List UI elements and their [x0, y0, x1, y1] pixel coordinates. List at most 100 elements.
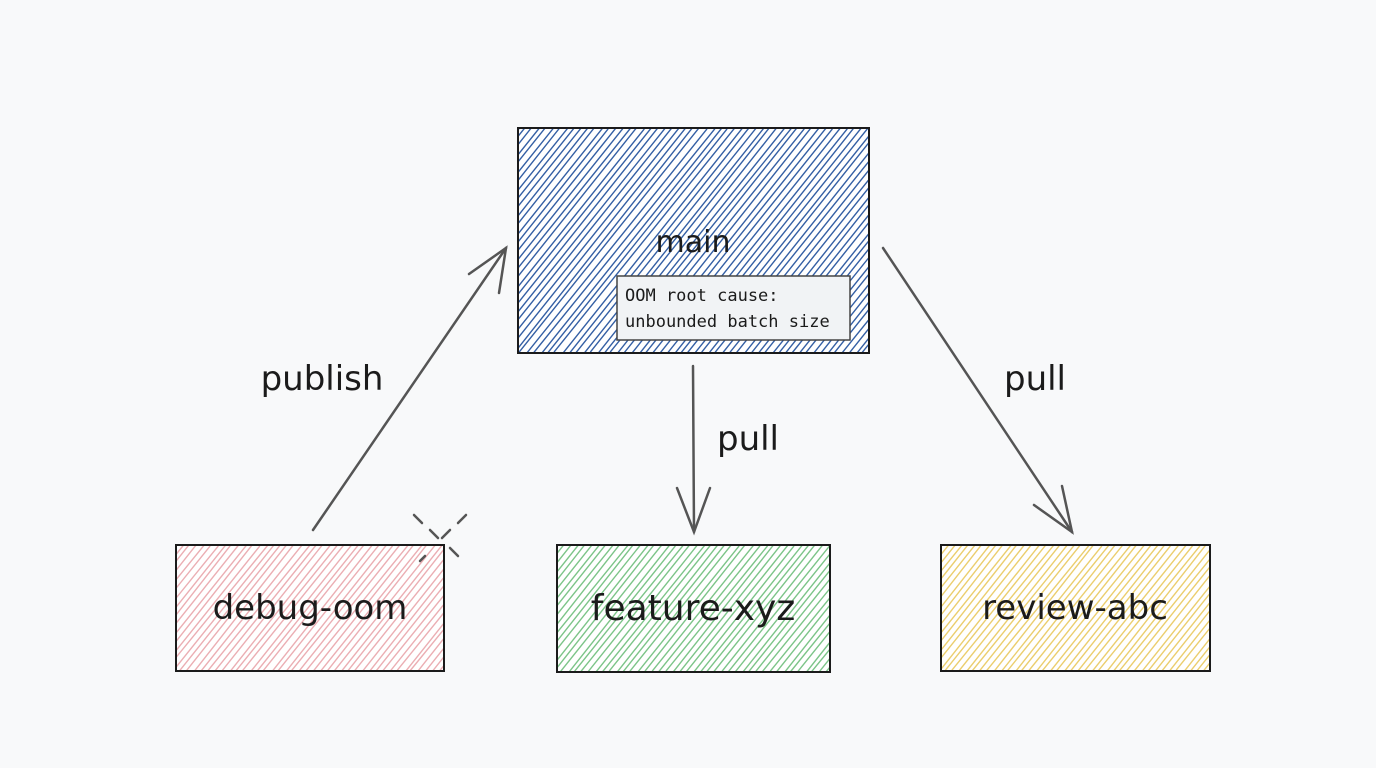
- hatch-line-feature-xyz: [665, 545, 769, 672]
- note-line-2: unbounded batch size: [625, 312, 830, 332]
- hatch-line-feature-xyz: [769, 596, 830, 672]
- hatch-line-feature-xyz: [557, 545, 655, 669]
- hatch-line-feature-xyz: [700, 545, 803, 672]
- hatch-line-main: [518, 128, 680, 331]
- hatch-line-debug-oom: [368, 576, 444, 671]
- hatch-line-feature-xyz: [742, 561, 830, 672]
- node-main[interactable]: main OOM root cause: unbounded batch siz…: [339, 127, 1051, 354]
- hatch-line-review-abc: [941, 545, 942, 546]
- hatch-line-review-abc: [1106, 545, 1207, 671]
- hatch-line-review-abc: [941, 545, 1013, 634]
- hatch-line-review-abc: [958, 545, 1060, 671]
- hatch-line-feature-xyz: [805, 641, 830, 672]
- hatch-line-review-abc: [1056, 545, 1159, 671]
- root-cause-note[interactable]: OOM root cause: unbounded batch size: [616, 275, 851, 341]
- hatch-line-review-abc: [1084, 545, 1187, 671]
- hatch-line-debug-oom: [206, 545, 311, 671]
- hatch-line-feature-xyz: [557, 545, 629, 634]
- hatch-line-main: [518, 128, 520, 132]
- edge-publish-line: [311, 246, 508, 532]
- hatch-line-debug-oom: [176, 545, 269, 659]
- hatch-line-debug-oom: [333, 545, 436, 671]
- hatch-line-review-abc: [941, 545, 1025, 652]
- hatch-line-debug-oom: [389, 603, 444, 671]
- hatch-line-feature-xyz: [796, 630, 830, 672]
- hatch-line-feature-xyz: [727, 545, 830, 672]
- hatch-line-review-abc: [941, 545, 956, 564]
- hatch-line-review-abc: [941, 545, 1018, 642]
- node-review-abc-border: [940, 544, 1211, 672]
- edge-pull-review-label: pull: [1004, 359, 1066, 399]
- hatch-line-main: [546, 128, 728, 353]
- hatch-line-main: [833, 308, 869, 353]
- hatch-line-main: [518, 128, 575, 200]
- hatch-line-debug-oom: [186, 545, 288, 671]
- hatch-line-debug-oom: [404, 622, 444, 671]
- hatch-line-debug-oom: [354, 558, 444, 671]
- hatch-line-review-abc: [1161, 609, 1210, 671]
- sparkle-icon: [412, 513, 468, 563]
- hatch-line-debug-oom: [221, 545, 324, 671]
- hatch-line-main: [568, 128, 750, 353]
- hatch-line-debug-oom: [176, 545, 206, 581]
- hatch-line-main: [518, 128, 541, 156]
- hatch-line-debug-oom: [262, 545, 365, 671]
- hatch-line-debug-oom: [425, 646, 444, 671]
- hatch-line-main: [518, 128, 624, 261]
- hatch-line-debug-oom: [176, 545, 219, 600]
- hatch-line-debug-oom: [235, 545, 338, 671]
- hatch-line-feature-xyz: [818, 657, 830, 672]
- hatch-line-review-abc: [951, 545, 1054, 671]
- hatch-line-feature-xyz: [557, 545, 614, 616]
- hatch-line-feature-xyz: [672, 545, 774, 672]
- node-feature-xyz-border: [556, 544, 831, 673]
- hatch-line-debug-oom: [200, 545, 303, 671]
- hatch-line-review-abc: [941, 545, 1040, 671]
- hatch-line-main: [562, 128, 743, 353]
- edge-pull-feature[interactable]: [675, 364, 712, 536]
- hatch-line-review-abc: [985, 545, 1090, 671]
- hatch-line-feature-xyz: [776, 604, 830, 672]
- hatch-line-main: [518, 128, 582, 208]
- hatch-line-debug-oom: [299, 545, 400, 671]
- hatch-line-main: [583, 128, 764, 353]
- hatch-line-debug-oom: [291, 545, 394, 671]
- edge-pull-review[interactable]: [881, 246, 1074, 535]
- hatch-line-main: [518, 128, 569, 192]
- hatch-line-feature-xyz: [608, 545, 712, 672]
- hatch-line-feature-xyz: [557, 545, 607, 607]
- node-feature-xyz[interactable]: feature-xyz: [455, 544, 935, 673]
- hatch-line-debug-oom: [361, 567, 444, 671]
- hatch-line-debug-oom: [431, 655, 444, 671]
- hatch-line-review-abc: [1091, 545, 1195, 671]
- hatch-line-debug-oom: [194, 545, 295, 671]
- node-review-abc[interactable]: review-abc: [840, 544, 1311, 672]
- hatch-line-feature-xyz: [557, 545, 559, 547]
- hatch-line-feature-xyz: [685, 545, 789, 672]
- hatch-line-debug-oom: [271, 545, 373, 671]
- hatch-line-review-abc: [1126, 565, 1210, 671]
- node-debug-oom[interactable]: debug-oom: [74, 544, 546, 672]
- hatch-line-main: [518, 128, 555, 174]
- hatch-line-main: [574, 128, 757, 353]
- hatch-line-debug-oom: [74, 546, 175, 671]
- hatch-line-debug-oom: [176, 545, 239, 625]
- edge-publish[interactable]: [311, 245, 508, 532]
- hatch-line-feature-xyz: [557, 545, 634, 643]
- hatch-line-review-abc: [1183, 637, 1210, 671]
- hatch-line-main: [518, 128, 532, 146]
- hatch-line-debug-oom: [176, 545, 184, 556]
- note-box: [616, 275, 851, 341]
- hatch-line-feature-xyz: [755, 578, 830, 672]
- hatch-line-review-abc: [1098, 545, 1201, 671]
- hatch-line-review-abc: [1028, 545, 1132, 671]
- hatch-line-main: [518, 128, 694, 350]
- hatch-line-review-abc: [1119, 557, 1210, 671]
- hatch-line-feature-xyz: [734, 552, 830, 672]
- hatch-fill-debug-oom: [74, 545, 444, 671]
- hatch-line-debug-oom: [285, 545, 388, 671]
- hatch-line-main: [518, 128, 632, 270]
- note-line-1: OOM root cause:: [625, 286, 779, 306]
- hatch-line-review-abc: [941, 545, 949, 556]
- arrowhead-icon: [1032, 484, 1074, 535]
